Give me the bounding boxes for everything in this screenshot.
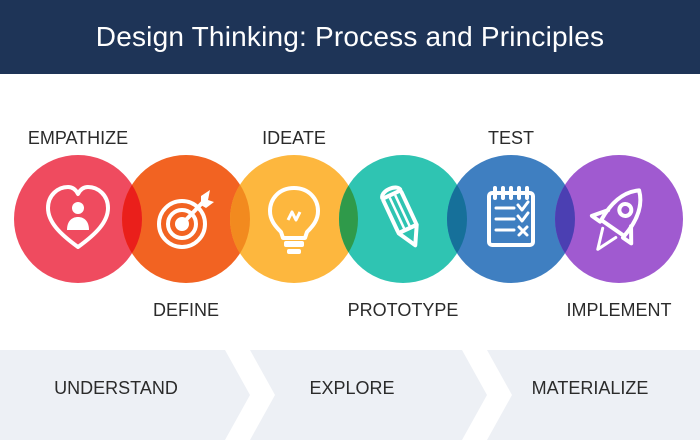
chevron-divider-2 <box>462 350 512 440</box>
stage-label-ideate: IDEATE <box>262 128 326 148</box>
stage-label-prototype: PROTOTYPE <box>347 300 459 320</box>
phase-explore: EXPLORE <box>309 378 395 398</box>
stage-label-define: DEFINE <box>152 300 220 320</box>
phase-bar <box>0 350 700 440</box>
stage-label-implement: IMPLEMENT <box>566 300 672 320</box>
heart-person-icon <box>46 185 110 249</box>
lightbulb-icon <box>268 186 320 254</box>
stage-label-test: TEST <box>487 128 535 148</box>
target-arrow-icon <box>157 190 214 249</box>
page-title: Design Thinking: Process and Principles <box>95 21 605 52</box>
phase-materialize: MATERIALIZE <box>531 378 649 398</box>
circle-implement <box>555 155 683 283</box>
phase-chevrons <box>225 350 512 440</box>
checklist-icon <box>487 186 535 247</box>
pencil-icon <box>380 185 419 248</box>
stage-label-empathize: EMPATHIZE <box>27 128 129 148</box>
chevron-divider-1 <box>225 350 275 440</box>
phase-understand: UNDERSTAND <box>54 378 178 398</box>
circle-prototype <box>339 155 467 283</box>
rocket-icon <box>589 188 643 251</box>
header-banner: Design Thinking: Process and Principles <box>0 0 700 74</box>
